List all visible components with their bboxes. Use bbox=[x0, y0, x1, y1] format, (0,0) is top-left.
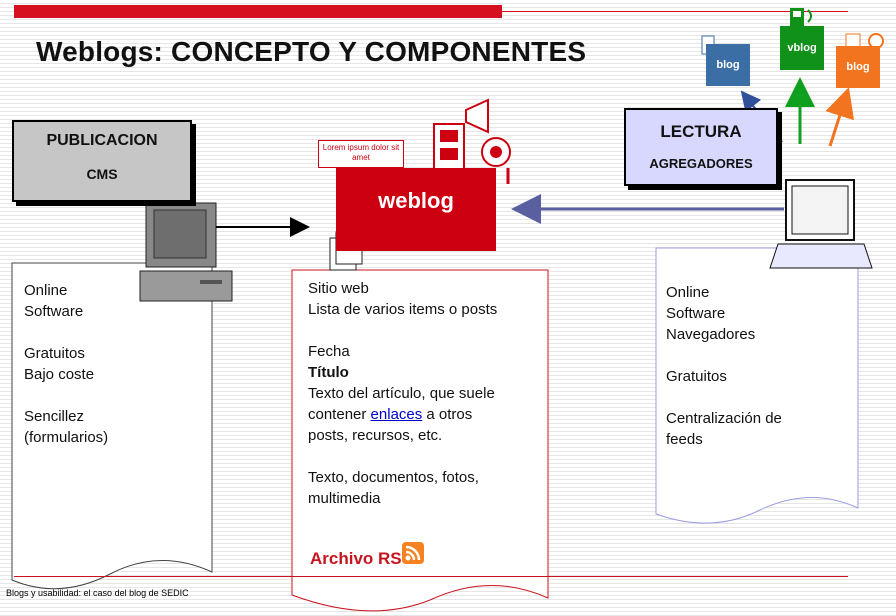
lectura-box: LECTURA AGREGADORES bbox=[624, 108, 778, 186]
right-notes: Online Software Navegadores Gratuitos Ce… bbox=[666, 282, 782, 450]
left-note-line: (formularios) bbox=[24, 429, 109, 446]
left-note-line: Sencillez bbox=[24, 408, 85, 425]
blog-tag-orange: blog bbox=[836, 46, 880, 88]
mid-note-title: Título bbox=[308, 364, 349, 381]
right-note-line: Software bbox=[666, 305, 726, 322]
mid-note-line: Fecha bbox=[308, 343, 350, 360]
enlaces-link[interactable]: enlaces bbox=[370, 406, 423, 423]
rss-icon[interactable] bbox=[402, 542, 424, 564]
vblog-film-icon bbox=[790, 8, 812, 28]
computer-icon bbox=[139, 202, 233, 302]
mid-note-text: a otros bbox=[422, 406, 473, 423]
mid-note-line: Lista de varios items o posts bbox=[308, 301, 498, 318]
left-note-line: Software bbox=[24, 303, 84, 320]
lectura-subtitle: AGREGADORES bbox=[649, 156, 753, 171]
weblog-block: weblog bbox=[336, 168, 496, 251]
bottom-rule bbox=[14, 576, 848, 577]
lorem-note: Lorem ipsum dolor sit amet bbox=[318, 140, 404, 168]
vblog-tag-green: vblog bbox=[780, 26, 824, 70]
left-notes: Online Software Gratuitos Bajo coste Sen… bbox=[24, 280, 108, 448]
left-note-panel bbox=[11, 262, 213, 590]
middle-note-panel bbox=[291, 269, 549, 612]
mid-note-line: posts, recursos, etc. bbox=[308, 427, 443, 444]
mid-note-line: multimedia bbox=[308, 490, 381, 507]
right-note-line: Navegadores bbox=[666, 326, 756, 343]
orange-blog-arrow bbox=[825, 87, 855, 147]
publicacion-title: PUBLICACION bbox=[46, 132, 158, 149]
publicacion-box: PUBLICACION CMS bbox=[12, 120, 192, 202]
blog-tag-blue: blog bbox=[706, 44, 750, 86]
mid-note-line: Sitio web bbox=[308, 280, 369, 297]
mid-note-line: Texto del artículo, que suele bbox=[308, 385, 495, 402]
right-note-line: Gratuitos bbox=[666, 368, 727, 385]
mid-note-text: contener bbox=[308, 406, 371, 423]
publicacion-subtitle: CMS bbox=[86, 166, 118, 182]
rss-archive-label: Archivo RSS bbox=[310, 549, 413, 568]
right-note-line: Centralización de bbox=[666, 410, 782, 427]
middle-notes: Sitio web Lista de varios items o posts … bbox=[308, 278, 497, 509]
laptop-icon bbox=[769, 179, 873, 269]
footer-text: Blogs y usabilidad: el caso del blog de … bbox=[6, 588, 189, 598]
top-accent-bar bbox=[14, 5, 502, 18]
left-note-line: Bajo coste bbox=[24, 366, 95, 383]
left-note-line: Gratuitos bbox=[24, 345, 85, 362]
mid-note-line-with-link: contener enlaces a otros bbox=[308, 404, 497, 425]
lectura-title: LECTURA bbox=[660, 122, 742, 141]
blog-orange-media-icon bbox=[845, 33, 884, 49]
right-note-line: feeds bbox=[666, 431, 703, 448]
right-note-line: Online bbox=[666, 284, 710, 301]
mid-note-line: Texto, documentos, fotos, bbox=[308, 469, 479, 486]
left-note-line: Online bbox=[24, 282, 68, 299]
right-note-panel bbox=[655, 247, 859, 524]
slide-title: Weblogs: CONCEPTO Y COMPONENTES bbox=[36, 36, 587, 67]
